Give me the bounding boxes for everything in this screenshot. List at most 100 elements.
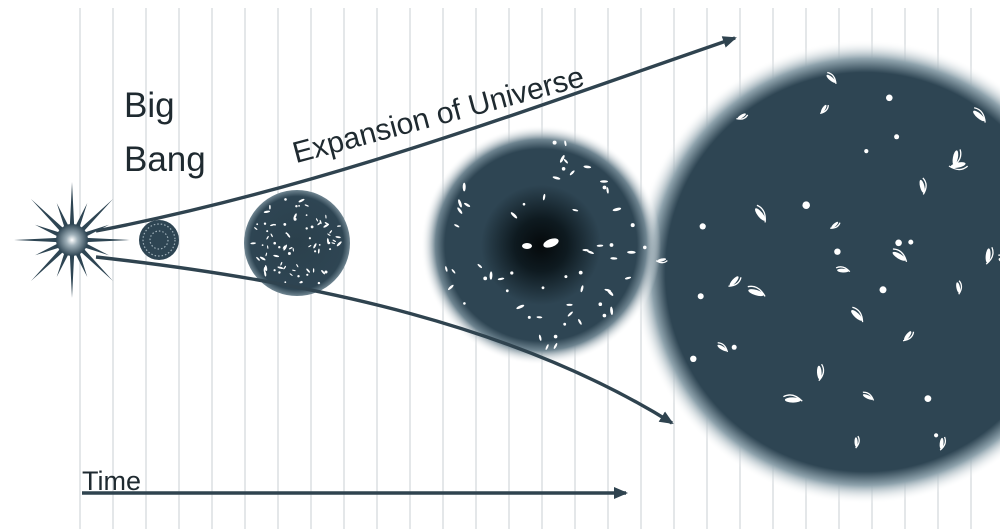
galaxy-dot [310, 225, 314, 229]
spiral-galaxy-icon [270, 233, 273, 238]
galaxy-disk [837, 268, 849, 273]
galaxy-disk [267, 245, 269, 249]
spiral-galaxy-icon [536, 316, 543, 319]
galaxy-arm [892, 248, 908, 263]
galaxy-dot [287, 252, 291, 255]
galaxy-disk [536, 316, 543, 319]
spiral-galaxy-icon [892, 248, 908, 263]
galaxy-disk [292, 247, 294, 252]
stage-4-sphere [633, 40, 1000, 504]
spiral-galaxy-icon [296, 263, 299, 268]
galaxy-dot [563, 322, 567, 326]
galaxy-arm [902, 331, 915, 342]
galaxy-disk [851, 310, 863, 321]
galaxy-disk [327, 233, 331, 236]
galaxy-disk [256, 256, 260, 261]
spiral-galaxy-icon [545, 344, 549, 350]
spiral-galaxy-icon [283, 244, 287, 251]
spiral-galaxy-icon [288, 247, 293, 250]
galaxy-disk [317, 248, 320, 254]
galaxy-disk [950, 162, 966, 169]
spiral-galaxy-icon [313, 243, 317, 249]
galaxy-disk [462, 182, 466, 192]
galaxy-disk [516, 304, 525, 310]
spiral-galaxy-icon [497, 277, 505, 281]
spiral-galaxy-icon [596, 244, 604, 247]
galaxy-dot [306, 273, 309, 276]
galaxy-dot [329, 248, 332, 251]
galaxy-disk [542, 193, 546, 201]
galaxy-dot [609, 243, 614, 247]
galaxy-disk [270, 223, 275, 227]
galaxy-arm [827, 71, 837, 84]
galaxy-disk [596, 244, 604, 247]
galaxy-disk [265, 252, 268, 257]
galaxy-arm [717, 342, 729, 353]
spiral-galaxy-icon [292, 247, 294, 252]
galaxy-disk [600, 180, 608, 183]
spiral-galaxy-icon [273, 254, 280, 258]
galaxy-disk [259, 256, 266, 261]
galaxy-disk [282, 245, 286, 249]
galaxy-disk [315, 218, 319, 222]
spiral-galaxy-icon [816, 363, 825, 382]
galaxy-disk [572, 208, 579, 212]
galaxy-disk [582, 248, 589, 252]
galaxy-arm [862, 391, 875, 401]
galaxy-dot [731, 344, 737, 350]
spiral-galaxy-icon [329, 230, 333, 234]
spiral-galaxy-icon [854, 435, 860, 449]
stage-4-galaxies [655, 71, 1000, 451]
galaxy-disk [313, 243, 317, 249]
galaxy-dot [274, 223, 276, 226]
galaxy-dot [278, 271, 281, 274]
spiral-galaxy-icon [538, 334, 542, 341]
galaxy-disk [612, 207, 622, 212]
spiral-galaxy-icon [578, 319, 582, 325]
spiral-galaxy-icon [256, 256, 260, 261]
galaxy-dot [263, 222, 267, 225]
spiral-galaxy-icon [736, 113, 749, 120]
spiral-galaxy-icon [862, 391, 875, 401]
spiral-galaxy-icon [462, 182, 466, 192]
galaxy-dot [305, 227, 308, 230]
spiral-galaxy-icon [337, 225, 341, 227]
galaxy-disk [451, 269, 456, 274]
galaxy-dot [298, 205, 300, 207]
galaxy-disk [264, 270, 267, 277]
galaxy-dot [802, 201, 810, 209]
galaxy-dot [699, 223, 706, 230]
spiral-galaxy-icon [973, 107, 986, 123]
galaxy-disk [559, 155, 565, 163]
galaxy-disk [862, 394, 873, 400]
spiral-galaxy-icon [553, 343, 558, 349]
spiral-galaxy-icon [266, 235, 269, 240]
galaxy-disk [263, 210, 271, 214]
galaxy-dot [463, 302, 466, 305]
galaxy-disk [321, 270, 325, 275]
galaxy-dot [483, 276, 488, 281]
spiral-galaxy-icon [332, 239, 337, 242]
galaxy-disk [510, 212, 518, 219]
galaxy-arm [852, 306, 864, 323]
spiral-galaxy-icon [587, 250, 594, 255]
spiral-galaxy-icon [851, 306, 864, 323]
galaxy-dot [278, 246, 281, 249]
spiral-galaxy-icon [264, 270, 267, 277]
spiral-galaxy-icon [939, 436, 947, 451]
galaxy-arm [756, 204, 766, 223]
spiral-galaxy-icon [315, 218, 319, 222]
galaxy-disk [567, 311, 573, 317]
galaxy-disk [277, 266, 284, 269]
spiral-galaxy-icon [454, 224, 460, 228]
galaxy-dot [697, 293, 704, 300]
galaxy-disk [445, 266, 448, 272]
galaxy-disk [331, 242, 336, 245]
galaxy-disk [578, 319, 582, 325]
galaxy-dot [284, 198, 287, 201]
galaxy-disk [477, 263, 483, 269]
spiral-galaxy-icon [321, 270, 325, 275]
galaxy-disk [566, 303, 573, 306]
spiral-galaxy-icon [564, 140, 567, 147]
spiral-galaxy-icon [567, 311, 573, 317]
